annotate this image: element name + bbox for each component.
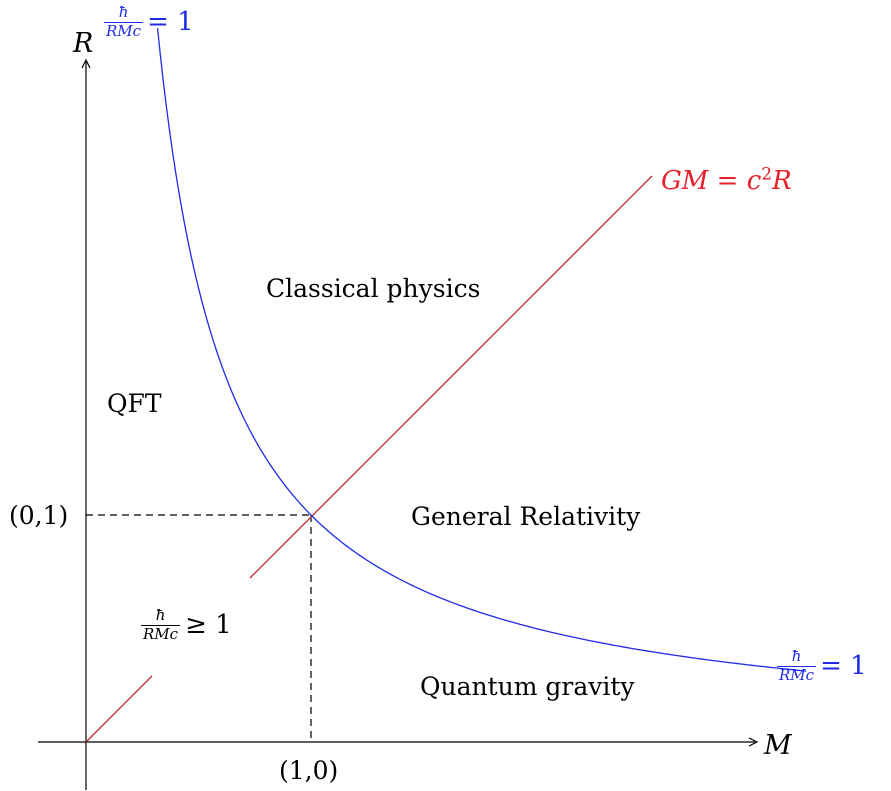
schwarzschild-equation-rhs: R	[772, 166, 792, 196]
compton-top-numerator: ħ	[104, 4, 144, 23]
y-axis-arrow-icon	[81, 58, 91, 69]
x-axis-label: M	[764, 730, 792, 761]
compton-inequality-numerator: ħ	[141, 607, 181, 626]
compton-equation-right-label: ħ RMc = 1	[777, 648, 867, 684]
region-label-general-relativity: General Relativity	[411, 502, 641, 531]
schwarzschild-equation-exponent: 2	[761, 164, 773, 185]
compton-top-fraction: ħ RMc	[104, 4, 144, 40]
y-tick-label: (0,1)	[9, 501, 69, 530]
compton-inequality-label: ħ RMc ≥ 1	[141, 607, 232, 643]
compton-inequality-relation: ≥ 1	[185, 610, 232, 641]
compton-right-relation: = 1	[820, 651, 867, 682]
region-label-quantum-gravity: Quantum gravity	[420, 672, 635, 701]
y-axis-label: R	[73, 28, 94, 59]
compton-equation-top-label: ħ RMc = 1	[104, 4, 194, 40]
schwarzschild-equation-label: GM = c2R	[661, 166, 792, 196]
compton-inequality-fraction: ħ RMc	[141, 607, 181, 643]
x-axis-arrow-icon	[748, 737, 759, 747]
region-label-qft: QFT	[107, 389, 162, 418]
schwarzschild-line-lower-segment	[85, 675, 153, 743]
schwarzschild-line-upper-segment	[249, 175, 653, 579]
compton-right-numerator: ħ	[777, 648, 817, 667]
compton-right-denominator: RMc	[779, 665, 815, 684]
compton-top-denominator: RMc	[106, 21, 142, 40]
region-label-classical-physics: Classical physics	[266, 274, 481, 303]
compton-top-relation: = 1	[147, 7, 194, 38]
compton-right-fraction: ħ RMc	[777, 648, 817, 684]
x-tick-label: (1,0)	[279, 756, 339, 785]
compton-curve	[156, 28, 807, 672]
compton-inequality-denominator: RMc	[143, 624, 179, 643]
schwarzschild-equation-lhs: GM = c	[661, 166, 762, 196]
